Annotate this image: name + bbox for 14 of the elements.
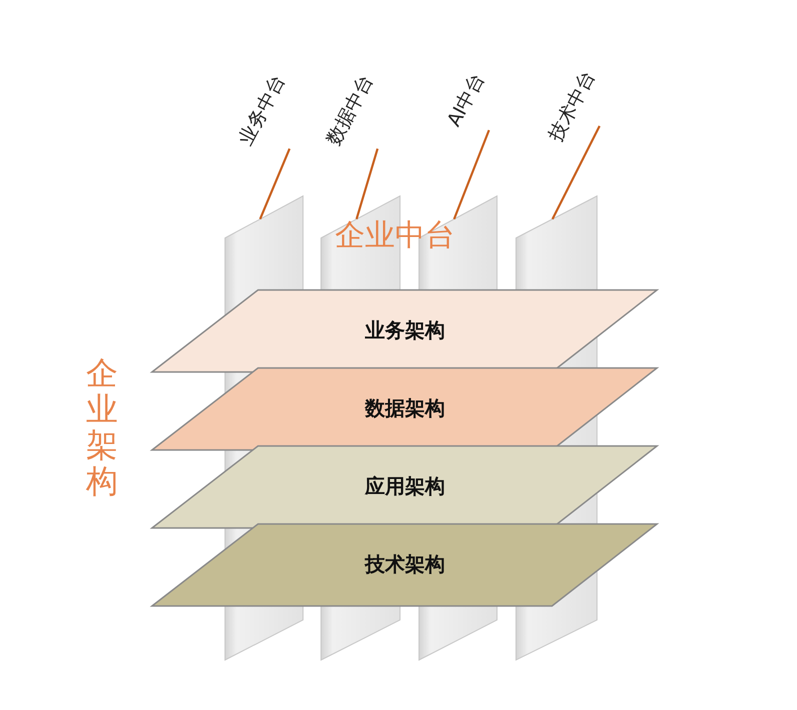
layer-label: 应用架构 (364, 473, 446, 500)
section-title: 企业架构 (86, 355, 119, 499)
platform-label: 技术中台 (544, 67, 600, 145)
platform-label: 业务中台 (234, 71, 290, 149)
layer-label: 技术架构 (364, 551, 446, 578)
leader-line (259, 148, 291, 220)
section-title: 企业中台 (334, 217, 456, 255)
leader-line (356, 148, 379, 220)
layer-label: 业务架构 (364, 317, 446, 344)
platform-label: AI中台 (443, 70, 489, 130)
leader-line (551, 125, 601, 220)
leader-line (453, 130, 490, 220)
layer-label: 数据架构 (364, 395, 446, 422)
platform-label: 数据中台 (322, 71, 378, 149)
